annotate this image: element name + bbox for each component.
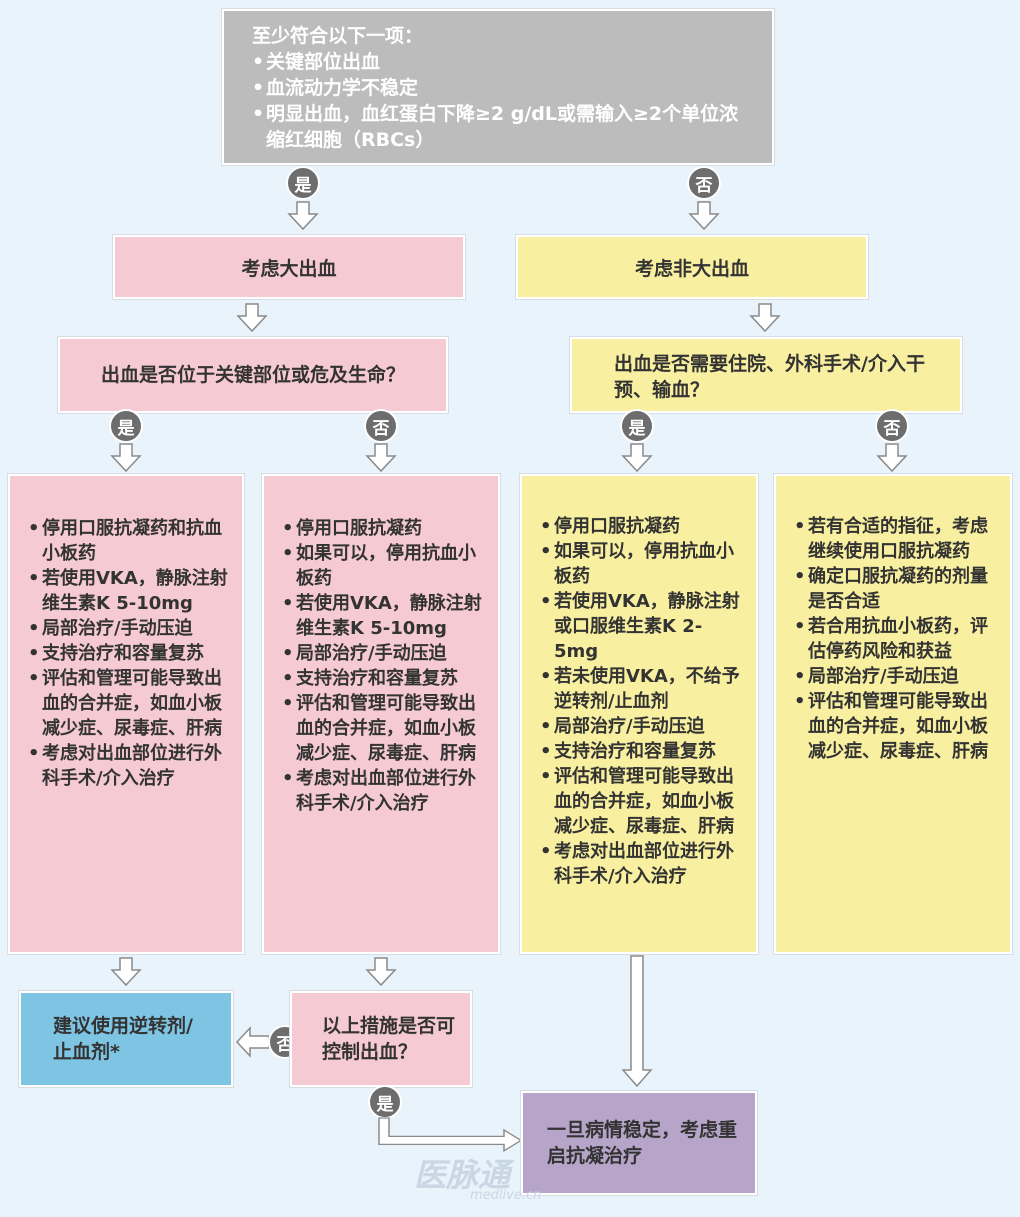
bullet-item: 若合用抗血小板药，评估停药风险和获益 (794, 614, 1000, 664)
bullet-item: 考虑对出血部位进行外科手术/介入治疗 (540, 839, 746, 889)
minor-bleeding-box: 考虑非大出血 (516, 235, 868, 299)
bullet-item: 考虑对出血部位进行外科手术/介入治疗 (28, 741, 232, 791)
bullet-item: 局部治疗/手动压迫 (794, 664, 1000, 689)
minor-hospital-list: 停用口服抗凝药如果可以，停用抗血小板药若使用VKA，静脉注射或口服维生素K 2-… (540, 514, 746, 889)
bullet-item: 确定口服抗凝药的剂量是否合适 (794, 564, 1000, 614)
bullet-item: 停用口服抗凝药和抗血小板药 (28, 516, 232, 566)
down-arrow-icon (688, 201, 720, 231)
bullet-item: 关键部位出血 (252, 49, 752, 75)
minor-outpatient-actions: 若有合适的指征，考虑继续使用口服抗凝药确定口服抗凝药的剂量是否合适若合用抗血小板… (774, 474, 1012, 954)
minor-hospital-actions: 停用口服抗凝药如果可以，停用抗血小板药若使用VKA，静脉注射或口服维生素K 2-… (520, 474, 758, 954)
major-bleeding-box: 考虑大出血 (113, 235, 465, 299)
restart-text: 一旦病情稳定，考虑重启抗凝治疗 (547, 1119, 738, 1167)
bullet-item: 支持治疗和容量复苏 (28, 641, 232, 666)
reversal-agent-box: 建议使用逆转剂/止血剂* (19, 991, 233, 1087)
elbow-arrow-icon (378, 1117, 523, 1153)
minor-intervention-question: 出血是否需要住院、外科手术/介入干预、输血？ (570, 337, 962, 413)
bullet-item: 局部治疗/手动压迫 (282, 641, 488, 666)
bullet-item: 评估和管理可能导致出血的合并症，如血小板减少症、尿毒症、肝病 (540, 764, 746, 839)
no-badge: 否 (875, 409, 909, 443)
bullet-item: 局部治疗/手动压迫 (28, 616, 232, 641)
criteria-box: 至少符合以下一项： 关键部位出血血流动力学不稳定明显出血，血红蛋白下降≥2 g/… (222, 9, 774, 165)
major-location-question: 出血是否位于关键部位或危及生命？ (58, 337, 448, 413)
watermark-url: medlive.cn (470, 1188, 542, 1203)
minor-question-text: 出血是否需要住院、外科手术/介入干预、输血？ (614, 353, 925, 401)
yes-badge: 是 (109, 409, 143, 443)
major-noncritical-actions: 停用口服抗凝药如果可以，停用抗血小板药若使用VKA，静脉注射维生素K 5-10m… (262, 474, 500, 954)
down-arrow-icon (287, 201, 319, 231)
bullet-item: 评估和管理可能导致出血的合并症，如血小板减少症、尿毒症、肝病 (794, 689, 1000, 764)
major-critical-list: 停用口服抗凝药和抗血小板药若使用VKA，静脉注射维生素K 5-10mg局部治疗/… (28, 516, 232, 791)
bullet-item: 停用口服抗凝药 (282, 516, 488, 541)
control-question-text: 以上措施是否可控制出血？ (322, 1015, 456, 1063)
long-down-arrow-icon (621, 955, 653, 1088)
no-badge: 否 (687, 166, 721, 200)
down-arrow-icon (110, 443, 142, 473)
down-arrow-icon (236, 303, 268, 333)
down-arrow-icon (621, 443, 653, 473)
bullet-item: 如果可以，停用抗血小板药 (540, 539, 746, 589)
bullet-item: 支持治疗和容量复苏 (540, 739, 746, 764)
bullet-item: 若未使用VKA，不给予逆转剂/止血剂 (540, 664, 746, 714)
yes-badge: 是 (368, 1085, 402, 1119)
bullet-item: 支持治疗和容量复苏 (282, 666, 488, 691)
criteria-list: 关键部位出血血流动力学不稳定明显出血，血红蛋白下降≥2 g/dL或需输入≥2个单… (252, 49, 752, 153)
left-arrow-icon (235, 1026, 270, 1058)
down-arrow-icon (365, 957, 397, 987)
criteria-heading: 至少符合以下一项： (252, 25, 424, 47)
restart-anticoagulation-box: 一旦病情稳定，考虑重启抗凝治疗 (521, 1091, 757, 1195)
bullet-item: 若使用VKA，静脉注射维生素K 5-10mg (28, 566, 232, 616)
bullet-item: 局部治疗/手动压迫 (540, 714, 746, 739)
watermark-logo: 医脉通 (414, 1156, 511, 1194)
minor-outpatient-list: 若有合适的指征，考虑继续使用口服抗凝药确定口服抗凝药的剂量是否合适若合用抗血小板… (794, 514, 1000, 764)
down-arrow-icon (876, 443, 908, 473)
major-noncritical-list: 停用口服抗凝药如果可以，停用抗血小板药若使用VKA，静脉注射维生素K 5-10m… (282, 516, 488, 816)
reversal-agent-text: 建议使用逆转剂/止血剂* (53, 1015, 193, 1063)
bullet-item: 停用口服抗凝药 (540, 514, 746, 539)
major-critical-actions: 停用口服抗凝药和抗血小板药若使用VKA，静脉注射维生素K 5-10mg局部治疗/… (8, 474, 244, 954)
bullet-item: 如果可以，停用抗血小板药 (282, 541, 488, 591)
down-arrow-icon (749, 303, 781, 333)
yes-badge: 是 (286, 166, 320, 200)
bullet-item: 考虑对出血部位进行外科手术/介入治疗 (282, 766, 488, 816)
bullet-item: 若使用VKA，静脉注射或口服维生素K 2-5mg (540, 589, 746, 664)
no-badge: 否 (364, 409, 398, 443)
bullet-item: 评估和管理可能导致出血的合并症，如血小板减少症、尿毒症、肝病 (28, 666, 232, 741)
bullet-item: 明显出血，血红蛋白下降≥2 g/dL或需输入≥2个单位浓缩红细胞（RBCs） (252, 101, 752, 153)
bullet-item: 评估和管理可能导致出血的合并症，如血小板减少症、尿毒症、肝病 (282, 691, 488, 766)
bullet-item: 若有合适的指征，考虑继续使用口服抗凝药 (794, 514, 1000, 564)
control-question-box: 以上措施是否可控制出血？ (290, 991, 472, 1087)
bullet-item: 血流动力学不稳定 (252, 75, 752, 101)
yes-badge: 是 (620, 409, 654, 443)
down-arrow-icon (110, 957, 142, 987)
bullet-item: 若使用VKA，静脉注射维生素K 5-10mg (282, 591, 488, 641)
down-arrow-icon (365, 443, 397, 473)
